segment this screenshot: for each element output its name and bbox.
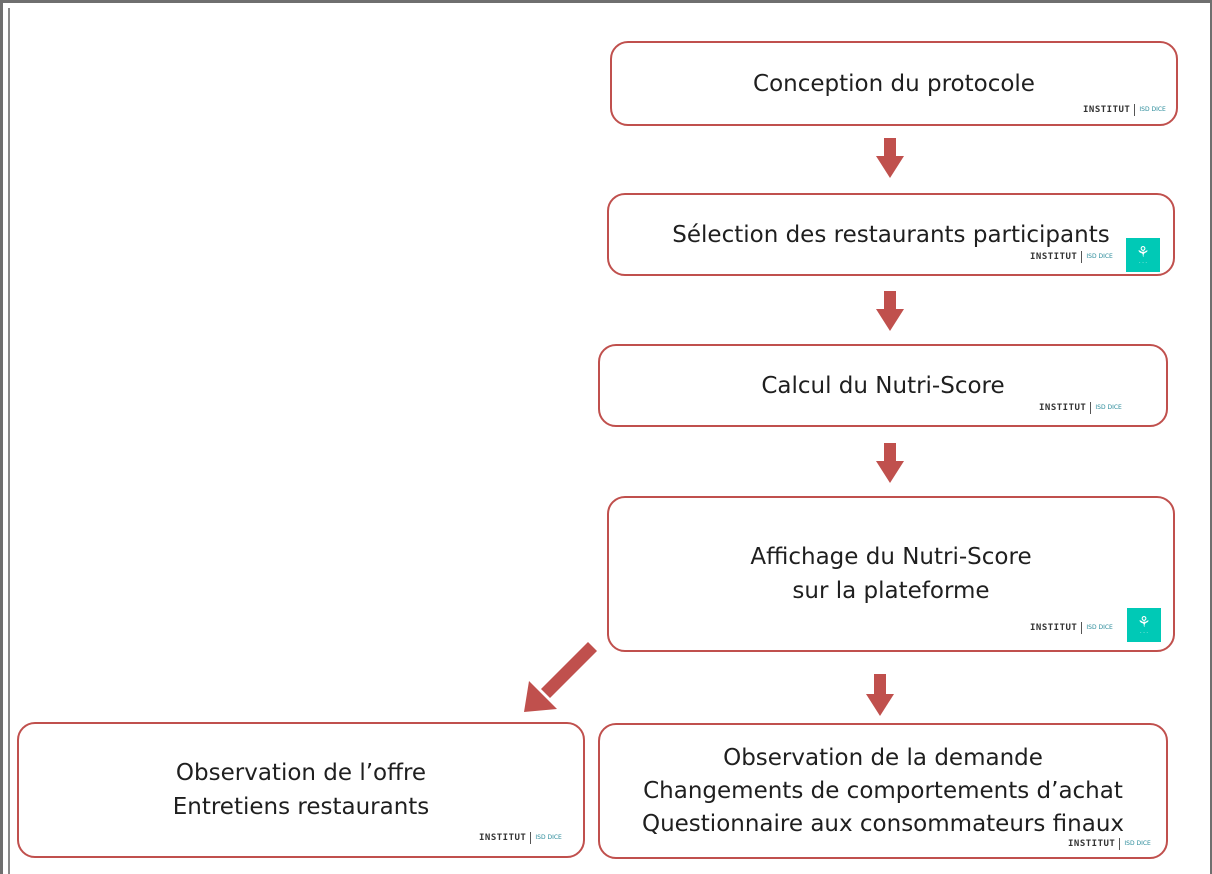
step-conception-protocole: Conception du protocole <box>610 41 1178 126</box>
partner-logo-icon: ⚘ · · · <box>1127 608 1161 642</box>
step-label: Observation de la demande <box>723 744 1043 771</box>
step-observation-offre: Observation de l’offre Entretiens restau… <box>17 722 585 858</box>
step-observation-demande: Observation de la demande Changements de… <box>598 723 1168 859</box>
institut-logo: INSTITUT ISD DICE <box>1030 622 1113 634</box>
step-label: Affichage du Nutri-Score <box>750 544 1032 570</box>
arrow-1-2 <box>876 138 904 178</box>
step-label: Conception du protocole <box>753 70 1035 97</box>
partner-logo-icon: ⚘ · · · <box>1126 238 1160 272</box>
institut-logo: INSTITUT ISD DICE <box>1030 251 1113 263</box>
arrow-2-3 <box>876 291 904 331</box>
step-affichage-nutriscore: Affichage du Nutri-Score sur la platefor… <box>607 496 1175 652</box>
step-selection-restaurants: Sélection des restaurants participants <box>607 193 1175 276</box>
arrow-3-4 <box>876 443 904 483</box>
window-border-top <box>0 0 1212 3</box>
institut-logo: INSTITUT ISD DICE <box>479 832 562 844</box>
step-label: Sélection des restaurants participants <box>672 221 1110 248</box>
arrow-4-5 <box>524 642 597 712</box>
institut-logo: INSTITUT ISD DICE <box>1039 402 1122 414</box>
window-border-right <box>1210 0 1212 874</box>
step-label: Questionnaire aux consommateurs finaux <box>641 810 1125 837</box>
step-label: sur la plateforme <box>792 578 990 604</box>
step-label: Changements de comportements d’achat <box>643 777 1123 804</box>
institut-logo: INSTITUT ISD DICE <box>1083 104 1166 116</box>
step-calcul-nutriscore: Calcul du Nutri-Score <box>598 344 1168 427</box>
page-margin-line <box>8 8 10 874</box>
institut-logo: INSTITUT ISD DICE <box>1068 838 1151 850</box>
step-label: Observation de l’offre <box>175 760 427 786</box>
step-label: Calcul du Nutri-Score <box>761 372 1005 399</box>
window-border-left <box>0 0 3 874</box>
arrow-4-6 <box>866 674 894 716</box>
step-label: Entretiens restaurants <box>172 794 430 820</box>
